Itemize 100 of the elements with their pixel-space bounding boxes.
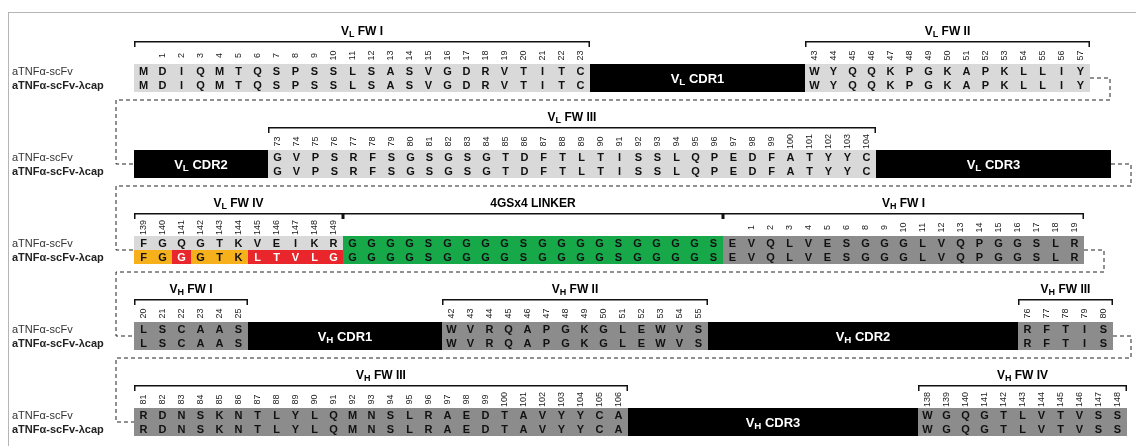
position-number: 143 bbox=[215, 219, 224, 235]
position-number: 143 bbox=[1018, 391, 1027, 407]
position-number: 44 bbox=[829, 50, 838, 60]
residue-cell: M bbox=[210, 78, 229, 92]
position-number: 87 bbox=[539, 136, 548, 146]
position-number: 145 bbox=[1056, 391, 1065, 407]
position-number: 44 bbox=[485, 308, 494, 318]
position-number: 147 bbox=[291, 219, 300, 235]
residue-cell: D bbox=[153, 78, 172, 92]
residue-cell: G bbox=[495, 250, 514, 264]
residue-cell: G bbox=[153, 236, 172, 250]
residue-cell: A bbox=[609, 422, 628, 436]
residue-cell: D bbox=[743, 150, 762, 164]
residue-cell: G bbox=[439, 164, 458, 178]
residue-cell: T bbox=[800, 150, 819, 164]
residue-cell: P bbox=[976, 64, 995, 78]
position-number: 43 bbox=[810, 50, 819, 60]
residue-cell: R bbox=[480, 322, 499, 336]
residue-cell: C bbox=[172, 322, 191, 336]
position-number: 95 bbox=[405, 394, 414, 404]
position-number: 48 bbox=[905, 50, 914, 60]
residue-cell: G bbox=[191, 250, 210, 264]
residue-cell: N bbox=[362, 422, 381, 436]
residue-cell: L bbox=[267, 408, 286, 422]
residue-cell: G bbox=[438, 64, 457, 78]
residue-cell: G bbox=[457, 236, 476, 250]
residue-cell: V bbox=[742, 250, 761, 264]
position-number: 101 bbox=[805, 133, 814, 149]
position-number: 92 bbox=[634, 136, 643, 146]
residue-cell: V bbox=[495, 78, 514, 92]
residue-cell: G bbox=[989, 250, 1008, 264]
position-number: 74 bbox=[292, 136, 301, 146]
residue-cell: S bbox=[458, 150, 477, 164]
position-number: 79 bbox=[1080, 308, 1089, 318]
residue-cell: G bbox=[438, 78, 457, 92]
position-number: 23 bbox=[576, 50, 585, 60]
residue-cell: V bbox=[1070, 408, 1089, 422]
residue-cell: G bbox=[894, 236, 913, 250]
position-number: 14 bbox=[975, 222, 984, 232]
residue-cell: V bbox=[742, 236, 761, 250]
residue-cell: T bbox=[248, 408, 267, 422]
position-number: 5 bbox=[234, 52, 243, 58]
residue-cell: A bbox=[381, 64, 400, 78]
residue-cell: A bbox=[210, 336, 229, 350]
residue-cell: V bbox=[533, 408, 552, 422]
residue-cell: G bbox=[477, 164, 496, 178]
residue-cell: T bbox=[495, 422, 514, 436]
region-heading: V$_{H}$ FW I bbox=[881, 196, 926, 210]
residue-cell: S bbox=[400, 64, 419, 78]
residue-cell: Q bbox=[324, 408, 343, 422]
residue-cell: I bbox=[1075, 336, 1094, 350]
residue-cell: T bbox=[229, 78, 248, 92]
residue-cell: E bbox=[818, 236, 837, 250]
residue-cell: N bbox=[362, 408, 381, 422]
residue-cell: I bbox=[172, 78, 191, 92]
residue-cell: V bbox=[287, 150, 306, 164]
position-number: 91 bbox=[329, 394, 338, 404]
residue-cell: S bbox=[153, 322, 172, 336]
residue-cell: E bbox=[457, 422, 476, 436]
position-number: 85 bbox=[501, 136, 510, 146]
residue-cell: Y bbox=[838, 150, 857, 164]
position-number: 82 bbox=[444, 136, 453, 146]
position-number: 86 bbox=[234, 394, 243, 404]
position-number: 144 bbox=[234, 219, 243, 235]
residue-cell: S bbox=[609, 236, 628, 250]
residue-cell: M bbox=[343, 408, 362, 422]
residue-cell: G bbox=[191, 236, 210, 250]
residue-cell: E bbox=[632, 322, 651, 336]
residue-cell: D bbox=[457, 78, 476, 92]
residue-cell: S bbox=[400, 78, 419, 92]
residue-cell: S bbox=[1094, 322, 1113, 336]
residue-cell: W bbox=[651, 336, 670, 350]
residue-cell: L bbox=[1013, 408, 1032, 422]
residue-cell: V bbox=[248, 236, 267, 250]
position-number: 148 bbox=[310, 219, 319, 235]
position-number: 50 bbox=[599, 308, 608, 318]
residue-cell: G bbox=[268, 164, 287, 178]
residue-cell: R bbox=[1018, 322, 1037, 336]
position-number: 7 bbox=[272, 52, 281, 58]
residue-cell: L bbox=[134, 322, 153, 336]
residue-cell: G bbox=[268, 150, 287, 164]
residue-cell: T bbox=[495, 408, 514, 422]
residue-cell: T bbox=[210, 250, 229, 264]
position-number: 102 bbox=[538, 391, 547, 407]
residue-cell: S bbox=[153, 336, 172, 350]
position-number: 102 bbox=[824, 133, 833, 149]
position-number: 55 bbox=[694, 308, 703, 318]
residue-cell: G bbox=[571, 250, 590, 264]
region-heading: V$_{L}$ FW IV bbox=[213, 196, 264, 210]
residue-cell: I bbox=[610, 164, 629, 178]
residue-cell: Q bbox=[248, 78, 267, 92]
residue-cell: I bbox=[172, 64, 191, 78]
residue-cell: L bbox=[305, 422, 324, 436]
position-number: 17 bbox=[1032, 222, 1041, 232]
residue-cell: Q bbox=[956, 408, 975, 422]
residue-cell: G bbox=[438, 236, 457, 250]
residue-cell: G bbox=[1008, 250, 1027, 264]
position-number: 45 bbox=[848, 50, 857, 60]
position-number: 13 bbox=[386, 50, 395, 60]
position-number: 140 bbox=[961, 391, 970, 407]
